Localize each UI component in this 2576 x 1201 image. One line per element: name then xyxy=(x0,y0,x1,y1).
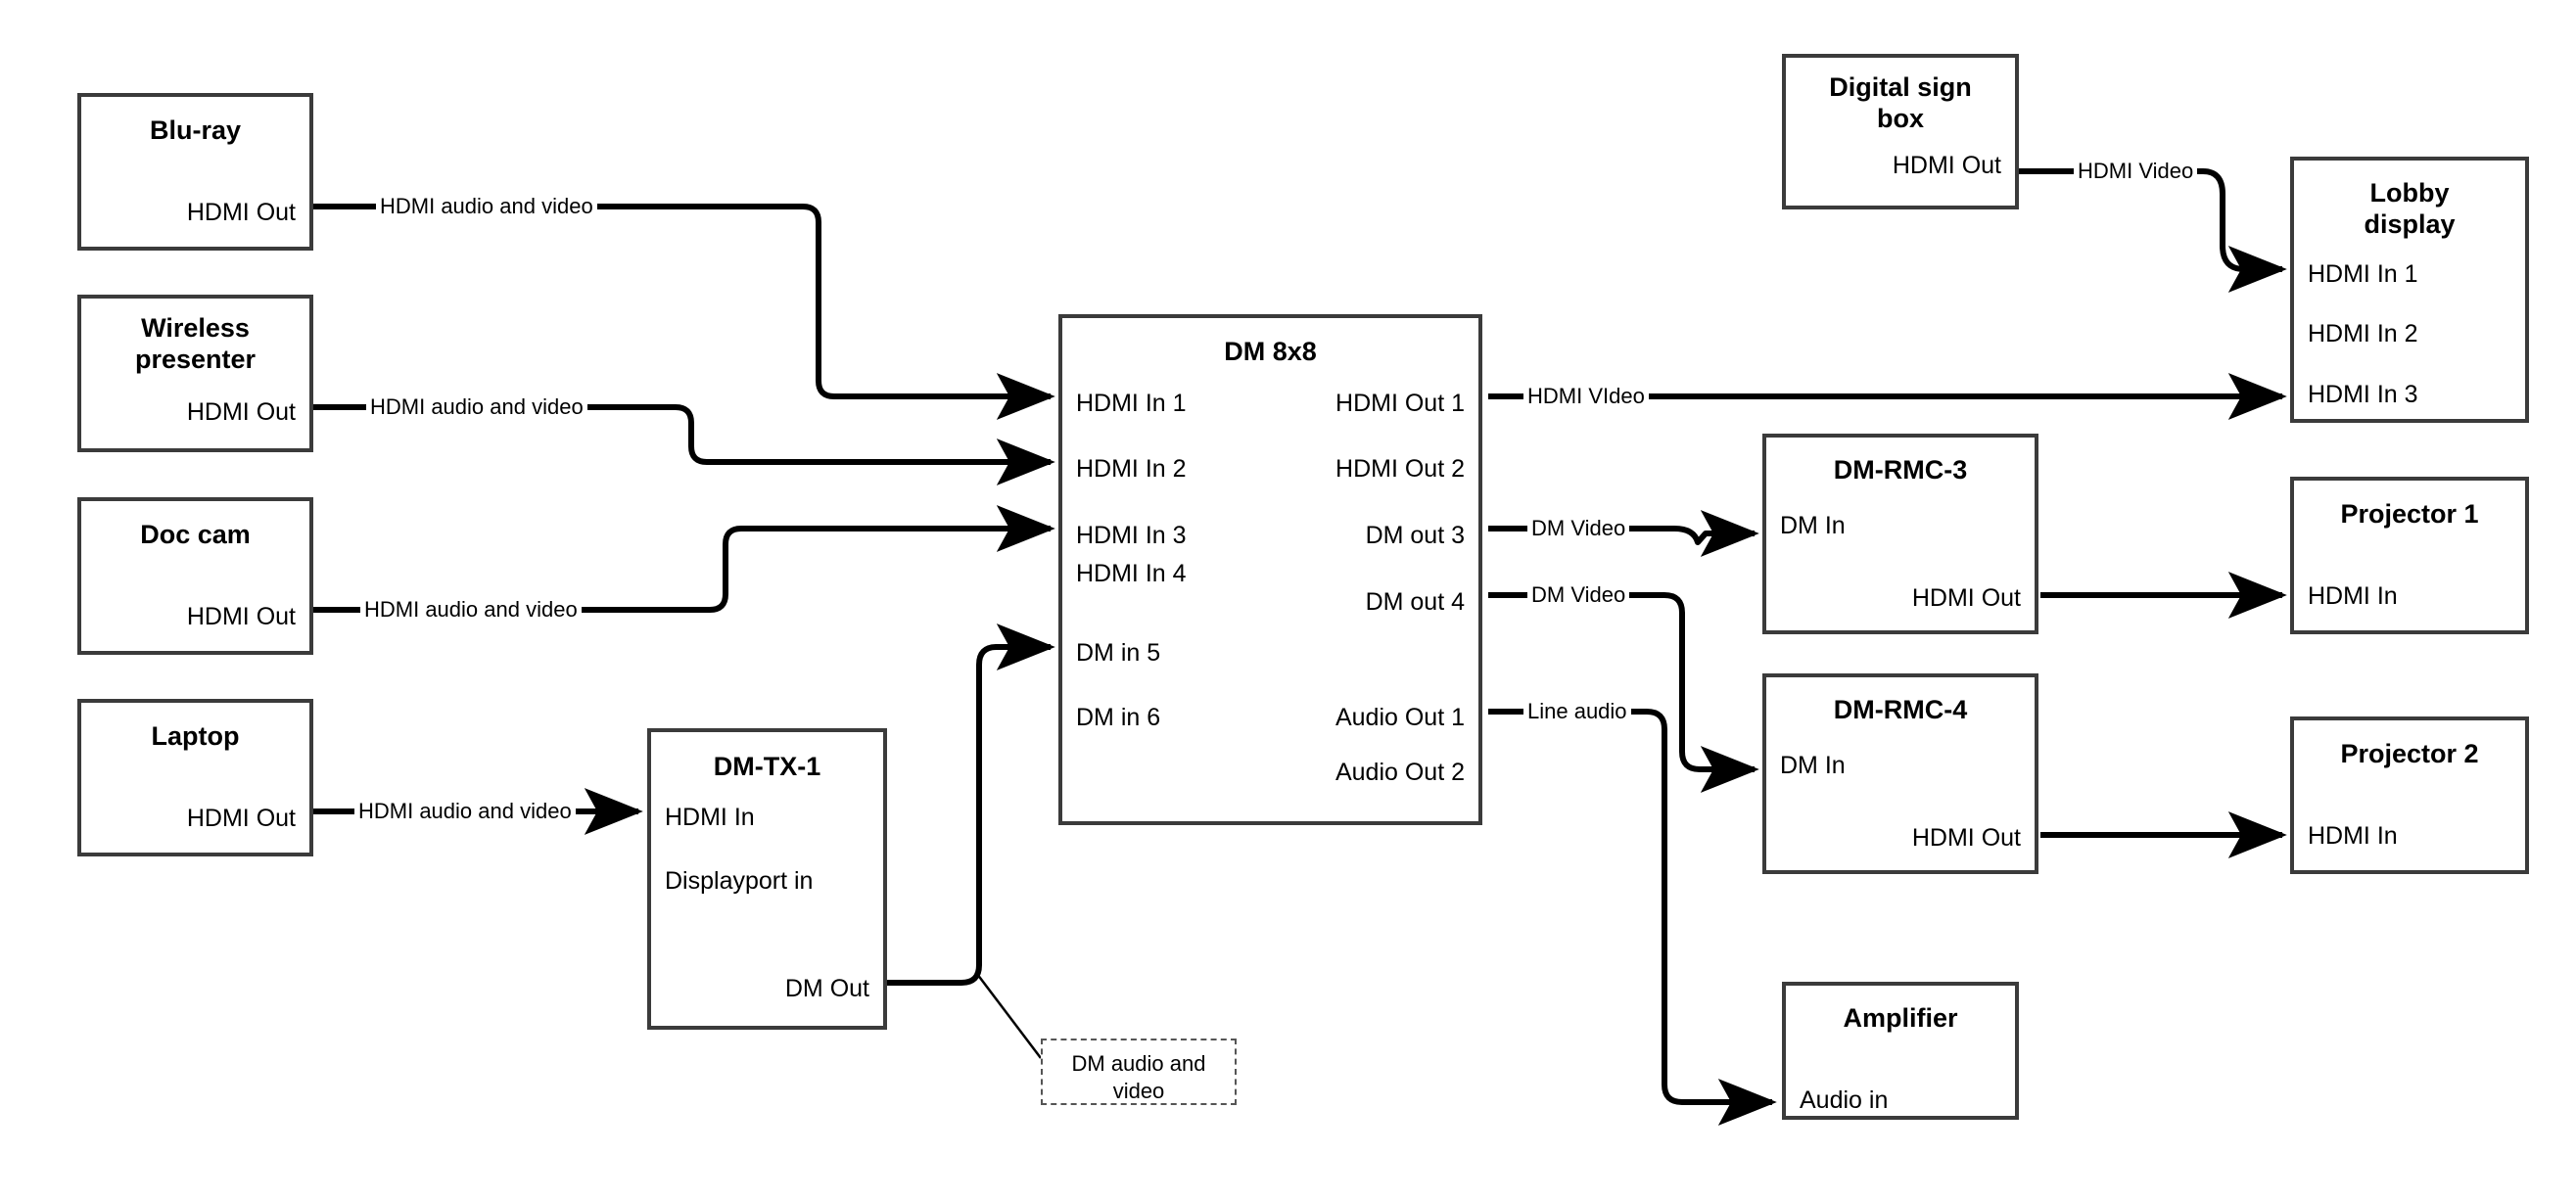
node-dm-rmc-3-title: DM-RMC-3 xyxy=(1833,455,1968,485)
edge-label-hdmiout1-to-lobby: HDMI VIdeo xyxy=(1523,386,1649,407)
port-laptop-hdmi-out: HDMI Out xyxy=(186,805,296,832)
node-amplifier[interactable]: Amplifier Audio in xyxy=(1782,982,2019,1120)
port-dm-8x8-audio-out-1: Audio Out 1 xyxy=(1335,704,1465,731)
port-lobby-display-hdmi-in-1: HDMI In 1 xyxy=(2308,260,2418,288)
port-dm-tx-1-displayport-in: Displayport in xyxy=(665,867,814,895)
port-dm-8x8-hdmi-in-1: HDMI In 1 xyxy=(1076,390,1187,417)
port-dm-tx-1-hdmi-in: HDMI In xyxy=(665,804,755,831)
port-dm-8x8-hdmi-out-1: HDMI Out 1 xyxy=(1335,390,1465,417)
port-doc-cam-hdmi-out: HDMI Out xyxy=(186,603,296,630)
node-laptop-title: Laptop xyxy=(151,721,240,751)
node-dm-rmc-4[interactable]: DM-RMC-4 DM In HDMI Out xyxy=(1762,673,2038,874)
port-dm-rmc-3-dm-in: DM In xyxy=(1780,512,1846,539)
port-dm-rmc-3-hdmi-out: HDMI Out xyxy=(1911,584,2021,612)
node-dm-rmc-3[interactable]: DM-RMC-3 DM In HDMI Out xyxy=(1762,434,2038,634)
edge-label-doccam-to-in3: HDMI audio and video xyxy=(360,599,582,621)
callout-dm-audio-and-video: DM audio and video xyxy=(1041,1039,1237,1105)
wire-dmout4-to-dmrmc4 xyxy=(1488,592,1759,793)
node-projector-2[interactable]: Projector 2 HDMI In xyxy=(2290,716,2529,874)
node-dm-rmc-4-title: DM-RMC-4 xyxy=(1833,695,1968,724)
node-wireless-presenter-title-line1: Wireless xyxy=(141,313,250,343)
port-dm-8x8-hdmi-in-4: HDMI In 4 xyxy=(1076,560,1187,587)
port-wireless-presenter-hdmi-out: HDMI Out xyxy=(186,398,296,426)
port-blu-ray-hdmi-out: HDMI Out xyxy=(186,199,296,226)
node-dm-tx-1[interactable]: DM-TX-1 HDMI In Displayport in DM Out xyxy=(647,728,887,1030)
port-dm-tx-1-dm-out: DM Out xyxy=(784,975,869,1002)
node-digital-sign-box-title-line1: Digital sign xyxy=(1829,72,1972,102)
edge-label-dmout3-to-rmc3: DM Video xyxy=(1527,518,1630,539)
node-amplifier-title: Amplifier xyxy=(1843,1003,1958,1033)
node-projector-1[interactable]: Projector 1 HDMI In xyxy=(2290,477,2529,634)
node-lobby-display-title-line2: display xyxy=(2364,209,2456,239)
node-projector-1-title: Projector 1 xyxy=(2340,499,2479,529)
port-digital-sign-box-hdmi-out: HDMI Out xyxy=(1892,152,2001,179)
node-doc-cam[interactable]: Doc cam HDMI Out xyxy=(77,497,313,655)
callout-leader-line xyxy=(976,973,1042,1059)
node-digital-sign-box[interactable]: Digital sign box HDMI Out xyxy=(1782,54,2019,209)
node-doc-cam-title: Doc cam xyxy=(140,520,251,549)
callout-line-1: DM audio and xyxy=(1071,1051,1206,1076)
edge-label-laptop-to-dmtx1: HDMI audio and video xyxy=(354,801,576,822)
node-wireless-presenter[interactable]: Wireless presenter HDMI Out xyxy=(77,295,313,452)
wire-wireless-to-hdmi-in-2 xyxy=(313,404,1055,485)
wire-dmtx1-dmout-to-dm-in-5 xyxy=(887,624,1055,986)
wire-dmout3-to-dmrmc3 xyxy=(1488,510,1759,557)
wire-bluray-to-hdmi-in-1 xyxy=(313,204,1055,420)
node-lobby-display-title-line1: Lobby xyxy=(2369,178,2450,208)
port-lobby-display-hdmi-in-3: HDMI In 3 xyxy=(2308,381,2418,408)
node-laptop[interactable]: Laptop HDMI Out xyxy=(77,699,313,856)
port-amplifier-audio-in: Audio in xyxy=(1800,1086,1889,1114)
edge-label-bluray-to-in1: HDMI audio and video xyxy=(376,196,597,217)
node-blu-ray-title: Blu-ray xyxy=(149,115,242,145)
port-projector-1-hdmi-in: HDMI In xyxy=(2308,582,2398,610)
wire-audioout1-to-amplifier xyxy=(1488,709,1777,1126)
edge-label-sign-to-lobby: HDMI Video xyxy=(2074,161,2198,182)
node-dm-8x8-title: DM 8x8 xyxy=(1224,337,1317,366)
port-projector-2-hdmi-in: HDMI In xyxy=(2308,822,2398,850)
port-dm-8x8-dm-out-4: DM out 4 xyxy=(1365,588,1465,616)
node-dm-8x8[interactable]: DM 8x8 HDMI In 1 HDMI In 2 HDMI In 3 HDM… xyxy=(1058,314,1482,825)
port-dm-8x8-hdmi-in-2: HDMI In 2 xyxy=(1076,455,1187,483)
node-lobby-display[interactable]: Lobby display HDMI In 1 HDMI In 2 HDMI I… xyxy=(2290,157,2529,423)
node-projector-2-title: Projector 2 xyxy=(2340,739,2479,768)
port-dm-rmc-4-dm-in: DM In xyxy=(1780,752,1846,779)
node-digital-sign-box-title-line2: box xyxy=(1876,104,1924,133)
port-dm-8x8-dm-in-5: DM in 5 xyxy=(1076,639,1161,667)
node-wireless-presenter-title-line2: presenter xyxy=(134,345,257,374)
edge-label-dmout4-to-rmc4: DM Video xyxy=(1527,584,1630,606)
port-dm-8x8-dm-out-3: DM out 3 xyxy=(1365,522,1465,549)
port-dm-rmc-4-hdmi-out: HDMI Out xyxy=(1911,824,2021,852)
port-dm-8x8-hdmi-in-3: HDMI In 3 xyxy=(1076,522,1187,549)
node-dm-tx-1-title: DM-TX-1 xyxy=(713,752,821,781)
edge-label-wireless-to-in2: HDMI audio and video xyxy=(366,396,587,418)
callout-line-2: video xyxy=(1112,1078,1165,1103)
port-lobby-display-hdmi-in-2: HDMI In 2 xyxy=(2308,320,2418,347)
port-dm-8x8-dm-in-6: DM in 6 xyxy=(1076,704,1161,731)
wire-doccam-to-hdmi-in-3 xyxy=(313,505,1055,613)
edge-label-audioout1-to-amp: Line audio xyxy=(1523,701,1631,722)
port-dm-8x8-audio-out-2: Audio Out 2 xyxy=(1335,759,1465,786)
node-blu-ray[interactable]: Blu-ray HDMI Out xyxy=(77,93,313,251)
port-dm-8x8-hdmi-out-2: HDMI Out 2 xyxy=(1335,455,1465,483)
wire-digitalsign-to-lobby-hdmi-in-1 xyxy=(2019,168,2287,293)
